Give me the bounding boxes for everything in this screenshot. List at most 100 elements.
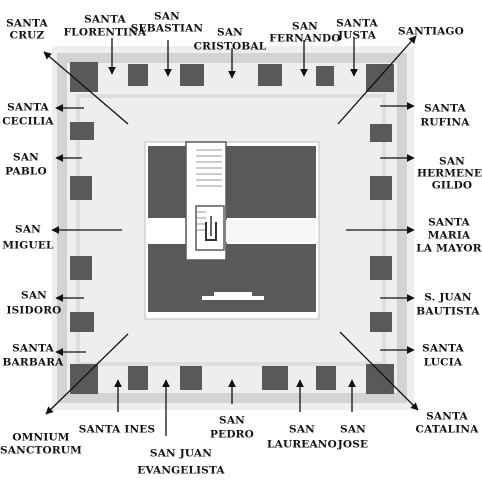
- pointer-lines: [43, 35, 419, 436]
- label-santa-lucia: SANTA LUCIA: [422, 342, 464, 368]
- tower-altar: [205, 222, 217, 241]
- tower-inner: [195, 205, 225, 251]
- label-line: SANTA: [336, 17, 378, 29]
- church-nave-gap: [226, 220, 316, 242]
- label-line: OMNIUM: [12, 431, 69, 443]
- label-line: FERNANDO: [269, 32, 340, 44]
- chapel-left-4: [70, 312, 94, 332]
- chapel-bottom-2: [180, 366, 202, 390]
- label-line: GILDO: [432, 179, 473, 191]
- chapel-right-4: [370, 312, 392, 332]
- chapel-top-4: [316, 66, 334, 86]
- label-line: SAN: [292, 20, 318, 32]
- label-s-juan-bautista: S. JUAN BAUTISTA: [416, 291, 480, 317]
- church-block-se: [264, 296, 316, 312]
- label-line: BARBARA: [2, 356, 64, 368]
- label-line: CATALINA: [416, 423, 480, 435]
- label-line: MIGUEL: [2, 239, 54, 251]
- label-line: SAN: [340, 423, 366, 435]
- arrow-omnium-sanctorum: [45, 333, 129, 415]
- chapel-left-3: [70, 256, 92, 280]
- label-line: HERMENE-: [417, 167, 482, 179]
- label-line: S. JUAN: [424, 291, 472, 303]
- corner-chapel-nw: [70, 62, 98, 92]
- chapel-top-2: [180, 64, 204, 86]
- label-line: ISIDORO: [7, 304, 62, 316]
- chapel-bottom-3: [262, 366, 288, 390]
- label-line: SANTA: [428, 216, 470, 228]
- label-line: SANTA: [12, 342, 54, 354]
- label-san-pablo: SAN PABLO: [5, 151, 47, 177]
- label-san-jose: SAN JOSE: [337, 423, 369, 450]
- label-line: LUCIA: [424, 356, 463, 368]
- label-line: SAN JUAN: [150, 447, 212, 459]
- label-line: CRISTOBAL: [194, 40, 267, 52]
- church-porch: [202, 300, 264, 312]
- corner-chapel-se: [366, 364, 394, 394]
- central-tower: [185, 141, 227, 261]
- label-line: SANTA: [6, 17, 48, 29]
- label-line: FLORENTINA: [64, 26, 147, 38]
- church-block-south: [148, 244, 316, 296]
- label-line: SANTA INES: [79, 423, 155, 435]
- chapel-top-3: [258, 64, 282, 86]
- arrow-santiago: [337, 35, 417, 125]
- label-line: JOSE: [337, 438, 369, 450]
- church-block-ne: [224, 146, 316, 218]
- label-santa-rufina: SANTA RUFINA: [420, 102, 470, 128]
- label-line: RUFINA: [420, 116, 470, 128]
- label-line: LA MAYOR: [416, 242, 481, 254]
- label-line: SAN: [439, 155, 465, 167]
- label-line: PABLO: [5, 165, 47, 177]
- label-line: BAUTISTA: [416, 305, 480, 317]
- chapel-bottom-1: [128, 366, 148, 390]
- label-line: JUSTA: [337, 29, 377, 41]
- label-line: SAN: [15, 223, 41, 235]
- label-san-miguel: SAN MIGUEL: [2, 223, 54, 251]
- label-line: SANTA: [7, 101, 49, 113]
- arrow-santa-catalina: [339, 331, 419, 411]
- label-line: MARIA: [428, 229, 471, 241]
- label-line: SANCTORUM: [0, 444, 82, 456]
- church-block-nw: [148, 146, 188, 218]
- chapel-right-3: [370, 256, 392, 280]
- label-santa-ines: SANTA INES: [79, 423, 155, 435]
- label-line: SANTA: [426, 410, 468, 422]
- label-line: CECILIA: [2, 115, 54, 127]
- label-santa-cecilia: SANTA CECILIA: [2, 101, 54, 127]
- church-porch-step: [214, 292, 252, 300]
- chapel-left-1: [70, 122, 94, 140]
- label-line: SAN: [154, 10, 180, 22]
- label-line: CRUZ: [10, 29, 45, 41]
- label-santiago: SANTIAGO: [398, 25, 464, 37]
- label-line: SEBASTIAN: [131, 22, 204, 34]
- chapel-right-1: [370, 124, 392, 142]
- label-line: SANTA: [84, 13, 126, 25]
- arrow-santa-cruz: [43, 51, 129, 125]
- label-line: SAN: [13, 151, 39, 163]
- chapel-left-2: [70, 176, 92, 200]
- corner-chapel-sw: [70, 364, 98, 394]
- chapel-right-2: [370, 176, 392, 200]
- central-church: [144, 141, 320, 320]
- stair-lines: [196, 149, 222, 231]
- label-line: SAN: [289, 423, 315, 435]
- label-line: SANTA: [422, 342, 464, 354]
- label-line: SANTA: [424, 102, 466, 114]
